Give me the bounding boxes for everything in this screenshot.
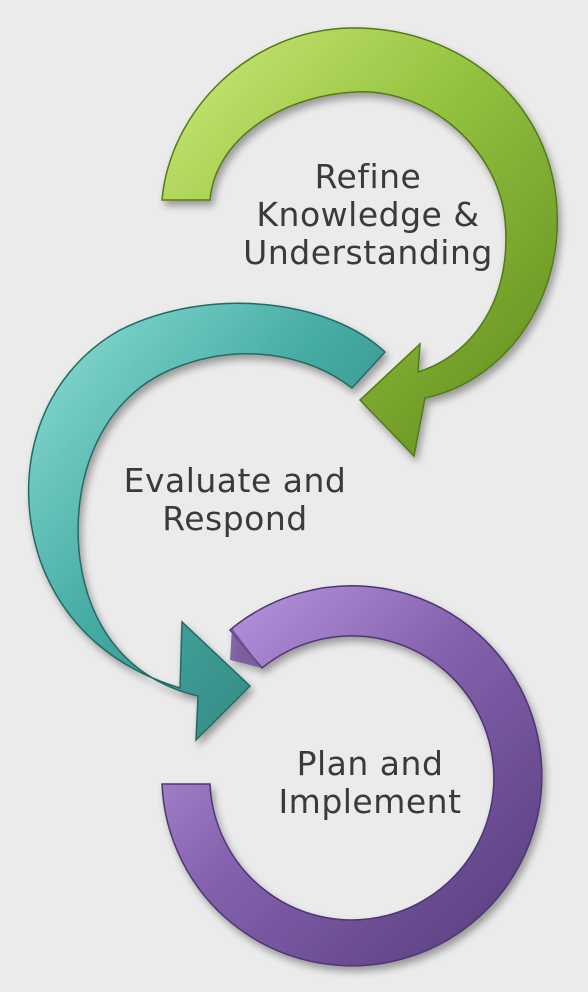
- refine-line-3: Understanding: [243, 232, 493, 272]
- refine-line-1: Refine: [314, 157, 422, 196]
- evaluate-line-2: Respond: [162, 498, 308, 538]
- plan-line-1: Plan and: [296, 744, 444, 783]
- plan-arrow: [161, 585, 543, 967]
- evaluate-arrow: [27, 302, 387, 742]
- refine-stage-label: Refine Knowledge & Understanding: [228, 158, 508, 272]
- refine-line-2: Knowledge &: [256, 194, 480, 234]
- evaluate-stage-label: Evaluate and Respond: [95, 462, 375, 538]
- refine-arrow: [161, 27, 559, 458]
- plan-line-2: Implement: [278, 781, 462, 821]
- plan-stage-label: Plan and Implement: [230, 745, 510, 821]
- evaluate-line-1: Evaluate and: [123, 461, 347, 500]
